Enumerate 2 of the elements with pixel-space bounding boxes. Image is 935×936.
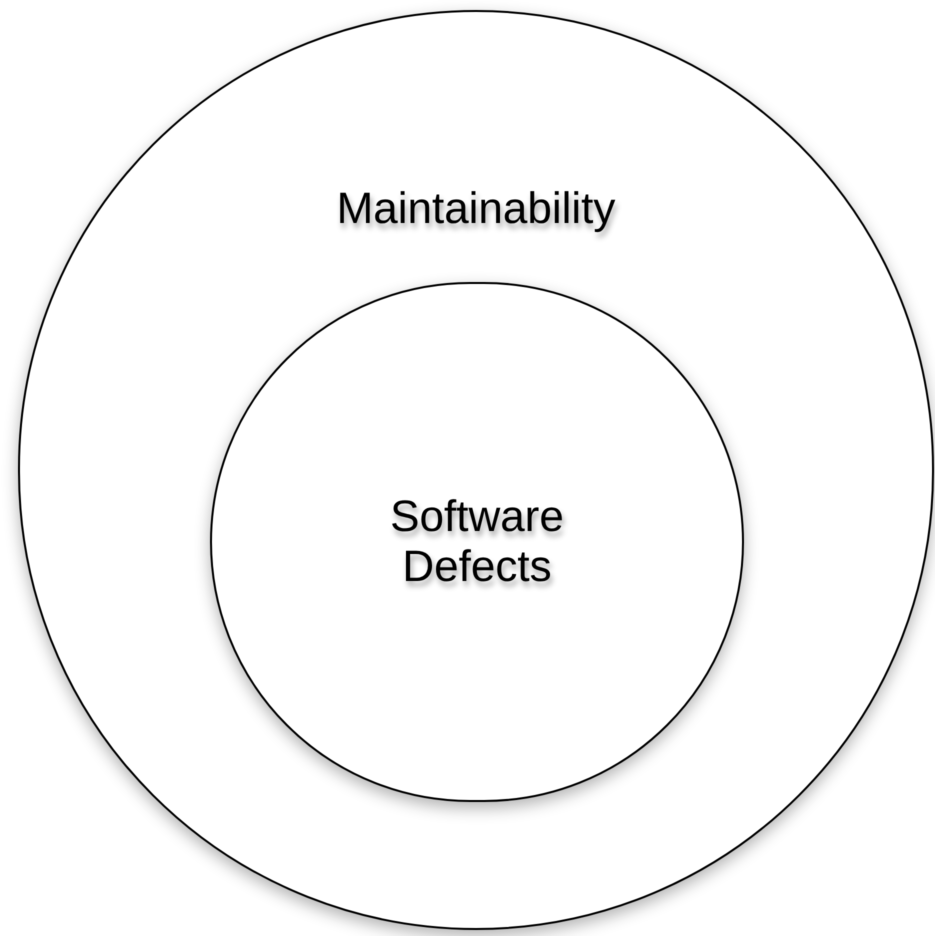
circle-label: Maintainability bbox=[336, 184, 616, 234]
circle-label: Software Defects bbox=[389, 492, 565, 592]
